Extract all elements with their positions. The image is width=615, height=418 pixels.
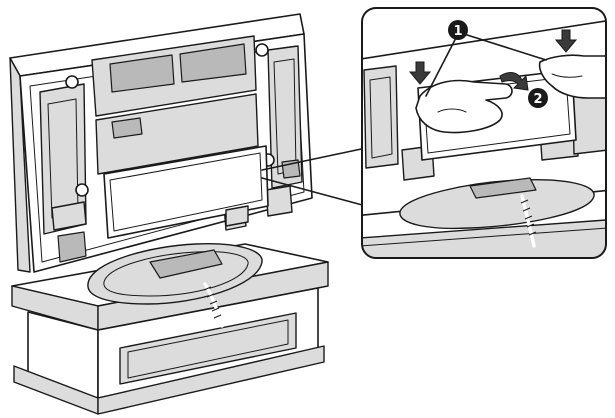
inset-cable-fill: [520, 194, 536, 248]
callout-1-leader-right: [463, 33, 547, 61]
callout-1-marker: 1: [448, 20, 468, 40]
inset-cable-ties: [520, 199, 537, 236]
tv-pedestal: [87, 242, 263, 305]
inset-pedestal-neck: [469, 177, 537, 199]
arrow-down-left-icon: [408, 61, 432, 85]
magnify-leader: [261, 147, 367, 207]
cable-ties: [203, 286, 222, 319]
right-connector-b: [265, 185, 293, 217]
screw-hole-bottom-left: [75, 183, 89, 197]
callout-1-label: 1: [453, 24, 462, 39]
upper-grille-left: [109, 54, 175, 93]
inset-cabinet-top: [362, 219, 606, 258]
inset-left-vent: [363, 65, 399, 169]
leader-line-bottom: [261, 177, 367, 207]
terminal-port: [111, 117, 143, 139]
arrow-down-right-icon: [554, 29, 578, 53]
hand-left-crease: [437, 108, 467, 113]
cabinet-recess: [119, 312, 297, 385]
inset-cabinet-edge: [362, 227, 606, 247]
callout-2-label: 2: [533, 92, 542, 107]
left-cable-clamp: [57, 231, 87, 263]
inset-detail: 1 2: [362, 8, 606, 258]
right-vent-panel: [267, 45, 303, 189]
inset-frame: [361, 7, 607, 259]
cable-cover-attached: [103, 145, 269, 239]
upper-grille-right: [179, 43, 247, 83]
cable-cover-edge: [109, 152, 263, 232]
tv-left-bezel: [9, 57, 31, 273]
pedestal-neck: [149, 249, 223, 279]
tv-set: [9, 13, 313, 273]
leader-line-top: [261, 147, 367, 171]
cable-bundle-fill: [203, 282, 224, 328]
cover-mount-right: [225, 205, 249, 227]
hand-right: [538, 54, 606, 99]
callout-2-marker: 2: [528, 88, 548, 108]
cabinet-recess-inner: [127, 319, 289, 379]
screw-hole-top-right: [255, 43, 269, 57]
hand-right-crease: [551, 73, 583, 78]
arrow-pull-out-icon: [499, 72, 529, 91]
pedestal-base-inner: [103, 251, 249, 297]
inset-pedestal-base: [399, 178, 595, 230]
screw-hole-top-left: [65, 75, 79, 89]
left-connector-panel: [51, 201, 87, 231]
cable-bundle: [203, 282, 224, 328]
hand-left: [415, 79, 513, 134]
inset-left-vent-slot: [369, 76, 393, 159]
cabinet-base-side: [97, 345, 325, 415]
callout-1-leader-left: [425, 33, 459, 97]
cable-cover: [103, 145, 269, 239]
terminal-area: [95, 93, 259, 175]
